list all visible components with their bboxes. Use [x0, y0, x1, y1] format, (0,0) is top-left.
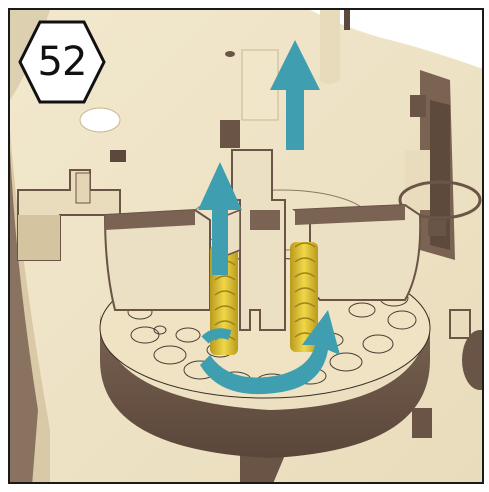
- step-number: 52: [16, 16, 108, 108]
- step-badge: 52: [16, 16, 108, 108]
